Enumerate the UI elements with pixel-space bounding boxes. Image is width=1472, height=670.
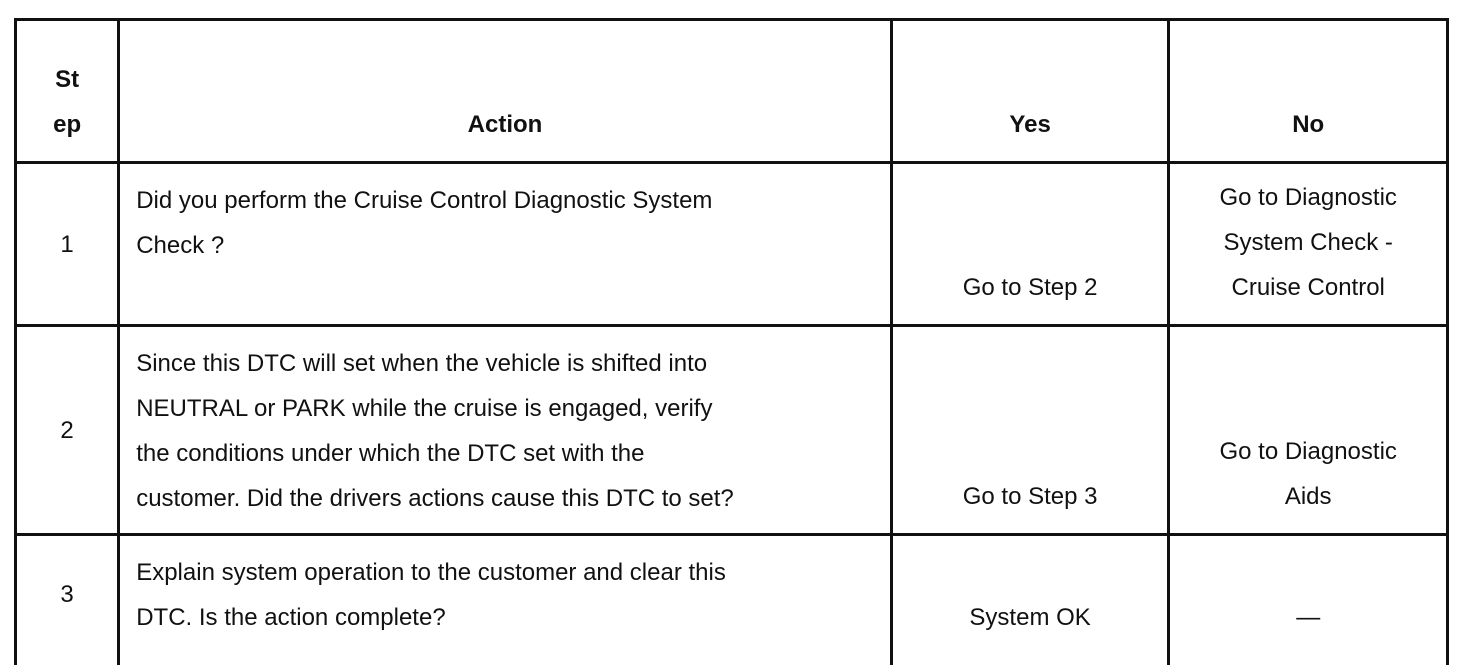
action-line: Check ? [136,232,225,259]
action-line: NEUTRAL or PARK while the cruise is enga… [136,395,713,422]
action-line: Explain system operation to the customer… [136,559,726,586]
step-number: 2 [13,324,121,536]
action-cell: Since this DTC will set when the vehicle… [117,324,893,536]
action-cell: Explain system operation to the customer… [117,533,893,665]
header-step: St ep [13,18,121,164]
no-cell: Go to Diagnostic Aids [1167,324,1449,536]
no-line: Cruise Control [1231,274,1385,301]
header-step-line-1: St [55,66,80,93]
action-cell: Did you perform the Cruise Control Diagn… [117,161,893,327]
action-line: Since this DTC will set when the vehicle… [136,350,708,377]
header-action: Action [117,18,893,164]
yes-cell: System OK [889,533,1171,665]
header-step-line-2: ep [53,111,82,138]
header-yes: Yes [889,18,1171,164]
action-line: DTC. Is the action complete? [136,604,446,631]
table-row: 1 Did you perform the Cruise Control Dia… [13,161,1449,327]
header-row: St ep Action Yes No [13,18,1449,164]
no-cell: Go to Diagnostic System Check - Cruise C… [1167,161,1449,327]
action-line: customer. Did the drivers actions cause … [136,485,734,512]
table-row: 3 Explain system operation to the custom… [13,533,1449,665]
action-line: Did you perform the Cruise Control Diagn… [136,187,713,214]
step-number: 1 [13,161,121,327]
yes-cell: Go to Step 2 [889,161,1171,327]
no-line: Go to Diagnostic [1219,184,1397,211]
no-line: Aids [1284,483,1332,510]
header-no: No [1167,18,1449,164]
no-line: Go to Diagnostic [1219,438,1397,465]
no-line: — [1296,604,1321,631]
action-line: the conditions under which the DTC set w… [136,440,645,467]
no-cell: — [1167,533,1449,665]
yes-cell: Go to Step 3 [889,324,1171,536]
diagnostic-table: St ep Action Yes No 1 Did you perform th… [13,18,1449,665]
step-number: 3 [13,533,121,665]
table-row: 2 Since this DTC will set when the vehic… [13,324,1449,536]
no-line: System Check - [1223,229,1393,256]
